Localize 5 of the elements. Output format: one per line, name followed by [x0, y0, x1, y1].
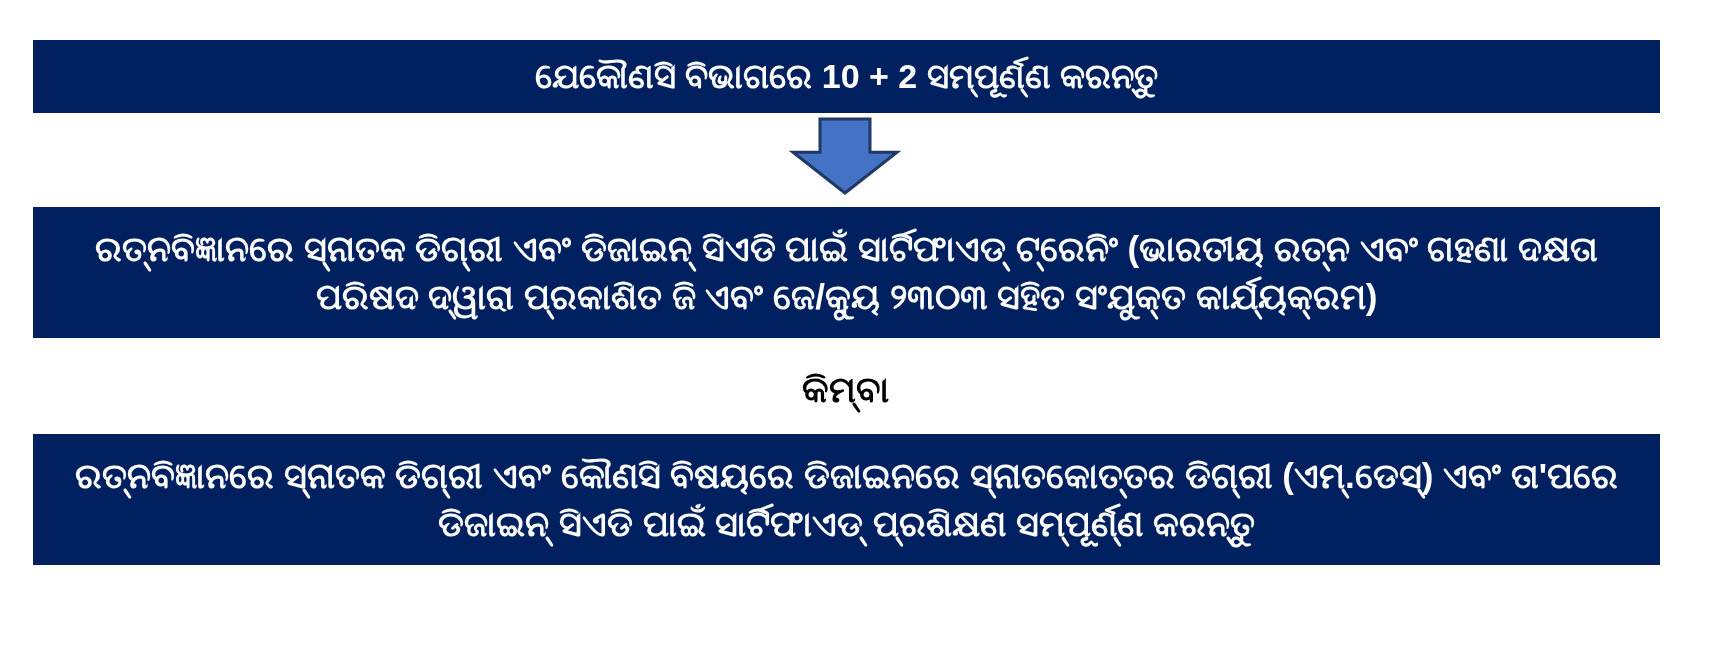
- connector-text: କିମ୍ବା: [801, 369, 889, 411]
- block-arrow: [788, 117, 902, 195]
- process-box: ରତ୍ନବିଜ୍ଞାନରେ ସ୍ନାତକ ଡିଗ୍ରୀ ଏବଂ କୌଣସି ବିଷୟରେ ଡିଜାଇନରେ ସ୍ନାତକୋତ୍ତର ଡିଗ୍ରୀ (ଏମ୍.ଡେସ୍) ଏବଂ ତା'ପରେ ଡିଜାଇନ୍ ସିଏଡି ପାଇଁ ସାର୍ଟିଫାଏଡ୍ ପ୍ରଶିକ୍ଷଣ ସମ୍ପୂର୍ଣ୍ଣ କରନ୍ତୁ: [33, 434, 1660, 565]
- process-box: ଯେକୌଣସି ବିଭାଗରେ 10 + 2 ସମ୍ପୂର୍ଣ୍ଣ କରନ୍ତୁ: [33, 40, 1660, 113]
- process-box: ରତ୍ନବିଜ୍ଞାନରେ ସ୍ନାତକ ଡିଗ୍ରୀ ଏବଂ ଡିଜାଇନ୍ ସିଏଡି ପାଇଁ ସାର୍ଟିଫାଏଡ୍ ଟ୍ରେନିଂ (ଭାରତୀୟ ରତ୍ନ ଏବଂ ଗହଣା ଦକ୍ଷତା ପରିଷଦ ଦ୍ୱାରା ପ୍ରକାଶିତ ଜି ଏବଂ ଜେ/କ୍ୟୁ ୨୩୦୩ ସହିତ ସଂଯୁକ୍ତ କାର୍ଯ୍ୟକ୍ରମ): [33, 207, 1660, 338]
